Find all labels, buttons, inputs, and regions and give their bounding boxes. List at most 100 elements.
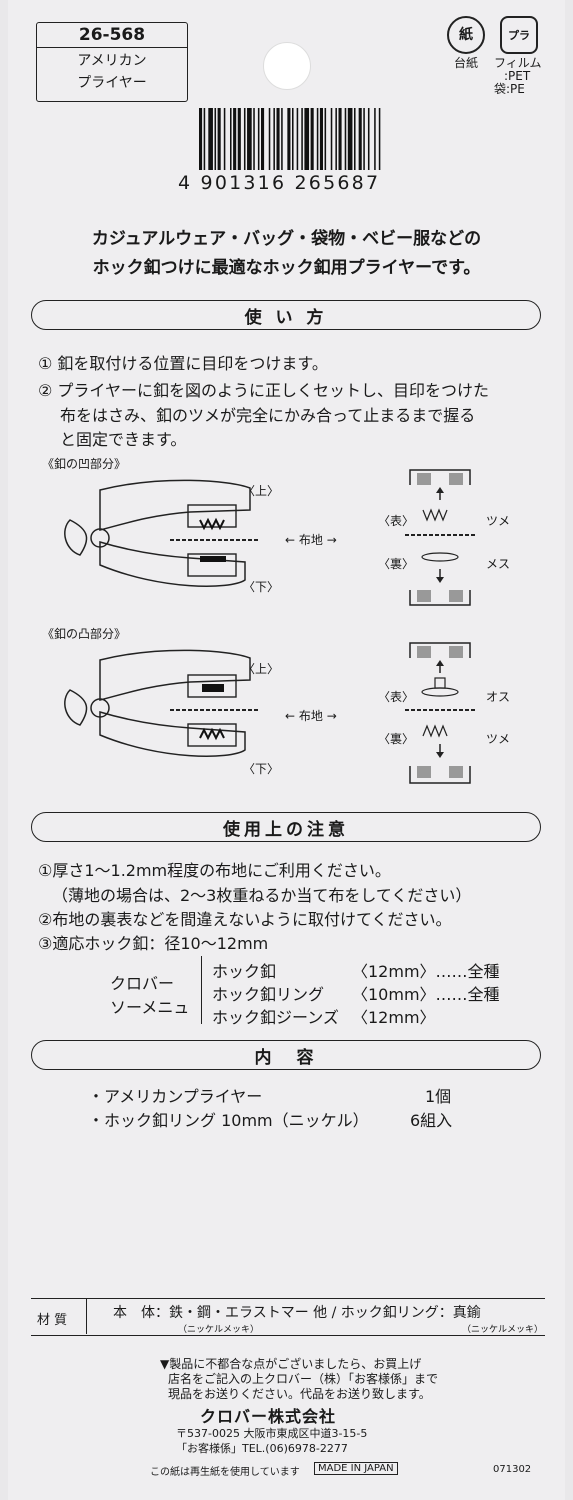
- barcode-bar: [324, 108, 327, 170]
- hang-hole: [263, 42, 311, 90]
- barcode-bar: [203, 108, 206, 170]
- caution-2: ②布地の裏表などを間違えないように取付けてください。: [38, 910, 452, 929]
- product-code-box: 26-568 アメリカン プライヤー: [36, 22, 188, 102]
- convex-parts-diagram: [405, 642, 475, 784]
- concave-front-label: 〈表〉: [378, 514, 415, 528]
- barcode-bar: [301, 108, 303, 170]
- caution-1b: （薄地の場合は、2～3枚重ねるか当て布をしてください）: [52, 886, 472, 905]
- barcode-bar: [310, 108, 314, 170]
- barcode-bar: [296, 108, 299, 170]
- barcode-bar: [347, 108, 353, 170]
- caution-3: ③適応ホック釦：径10～12mm: [38, 934, 269, 953]
- notice-line2: 店名をご記入の上クロバー（株）「お客様係」まで: [168, 1372, 439, 1386]
- contents-heading: 内 容: [31, 1040, 541, 1070]
- barcode-bar: [223, 108, 226, 170]
- barcode-bar: [261, 108, 265, 170]
- convex-tsume-label: ツメ: [486, 732, 511, 746]
- product-card: [8, 0, 565, 1500]
- concave-lower-label: 〈下〉: [243, 580, 280, 594]
- convex-osu-label: オス: [486, 690, 511, 704]
- material-label: 材 質: [37, 1313, 68, 1328]
- product-code: 26-568: [37, 23, 187, 48]
- barcode-digits: 4 901316 265687: [178, 172, 381, 194]
- paper-recycle-mark: 紙 台紙: [440, 16, 492, 70]
- material-box: [31, 1298, 545, 1336]
- usage-step2-line3: と固定できます。: [60, 430, 187, 449]
- company-address: 〒537-0025 大阪市東成区中道3-15-5: [176, 1427, 368, 1440]
- brand-line1: クロバー: [110, 974, 175, 993]
- contents-qty-2: 6組入: [410, 1111, 453, 1130]
- barcode-bar: [233, 108, 237, 170]
- brand-line2: ソーメニュ: [110, 998, 190, 1017]
- barcode-bar: [273, 108, 275, 170]
- convex-caption: 《釦の凸部分》: [42, 627, 127, 641]
- barcode-bar: [316, 108, 319, 170]
- contents-item-2: ・ホック釦リング 10mm（ニッケル）: [88, 1111, 369, 1130]
- barcode: [199, 108, 381, 170]
- plastic-recycle-label-2: :PET: [504, 69, 531, 83]
- barcode-bar: [338, 108, 342, 170]
- sewmenu-item-3-name: ホック釦ジーンズ: [212, 1008, 339, 1027]
- barcode-bar: [335, 108, 337, 170]
- paper-recycle-icon: 紙: [447, 16, 485, 54]
- brand-brace: [201, 956, 210, 1024]
- barcode-bar: [358, 108, 362, 170]
- concave-fabric-label: 布地: [298, 533, 323, 547]
- barcode-bar: [319, 108, 323, 170]
- convex-back-label: 〈裏〉: [378, 732, 415, 746]
- plier-diagram-concave: [64, 479, 260, 587]
- material-body: 本 体：鉄・鋼・エラストマー 他 / ホック釦リング：真鍮: [113, 1305, 481, 1321]
- concave-upper-label: 〈上〉: [243, 484, 280, 498]
- sewmenu-item-2-name: ホック釦リング: [212, 985, 325, 1004]
- convex-front-label: 〈表〉: [378, 690, 415, 704]
- barcode-bar: [253, 108, 255, 170]
- plastic-recycle-label-1: フィルム: [494, 56, 542, 70]
- usage-step2-line1: ② プライヤーに釦を図のように正しくセットし、目印をつけた: [38, 381, 489, 400]
- concave-mesu-label: メス: [486, 557, 511, 571]
- recycled-note: この紙は再生紙を使用しています: [150, 1467, 300, 1478]
- company-name: クロバー株式会社: [200, 1407, 337, 1426]
- convex-upper-label: 〈上〉: [243, 662, 280, 676]
- caution-1: ①厚さ1～1.2mm程度の布地にご利用ください。: [38, 861, 391, 880]
- material-note-1: （ニッケルメッキ）: [178, 1325, 260, 1335]
- convex-fabric-label: 布地: [298, 709, 323, 723]
- barcode-bar: [287, 108, 291, 170]
- barcode-bar: [281, 108, 283, 170]
- sewmenu-item-3-size: 〈12mm〉: [352, 1008, 436, 1027]
- barcode-bar: [304, 108, 310, 170]
- barcode-bar: [230, 108, 232, 170]
- barcode-bar: [276, 108, 280, 170]
- barcode-bar: [257, 108, 260, 170]
- convex-fabric-arrow: ← 布地 →: [285, 709, 337, 723]
- barcode-bar: [208, 108, 213, 170]
- barcode-bar: [344, 108, 347, 170]
- barcode-bar: [268, 108, 271, 170]
- material-divider: [86, 1298, 87, 1334]
- concave-parts-diagram: [405, 469, 475, 606]
- usage-step1: ① 釦を取付ける位置に目印をつけます。: [38, 354, 328, 373]
- product-name-line2: プライヤー: [77, 75, 147, 91]
- sewmenu-item-2-size: 〈10mm〉……全種: [352, 985, 500, 1004]
- barcode-bar: [214, 108, 217, 170]
- concave-fabric-arrow: ← 布地 →: [285, 533, 337, 547]
- barcode-bar: [374, 108, 376, 170]
- sewmenu-item-1-name: ホック釦: [212, 962, 277, 981]
- barcode-bar: [243, 108, 246, 170]
- material-note-2: （ニッケルメッキ）: [462, 1325, 544, 1335]
- barcode-bar: [367, 108, 370, 170]
- intro-line1: カジュアルウェア・バッグ・袋物・ベビー服などの: [91, 229, 482, 249]
- company-tel: 「お客様係」TEL.(06)6978-2277: [176, 1442, 348, 1455]
- barcode-bar: [237, 108, 241, 170]
- barcode-bar: [292, 108, 294, 170]
- usage-heading: 使 い 方: [31, 300, 541, 330]
- plastic-recycle-label-3: 袋:PE: [494, 82, 525, 96]
- barcode-bar: [354, 108, 356, 170]
- paper-recycle-label: 台紙: [453, 56, 478, 70]
- plastic-recycle-mark: プラ フィルム :PET 袋:PE: [494, 16, 554, 96]
- barcode-bar: [247, 108, 252, 170]
- concave-back-label: 〈裏〉: [378, 557, 415, 571]
- barcode-bar: [330, 108, 333, 170]
- barcode-bar: [199, 108, 203, 170]
- contents-item-1: ・アメリカンプライヤー: [88, 1087, 263, 1106]
- concave-tsume-label: ツメ: [486, 514, 511, 528]
